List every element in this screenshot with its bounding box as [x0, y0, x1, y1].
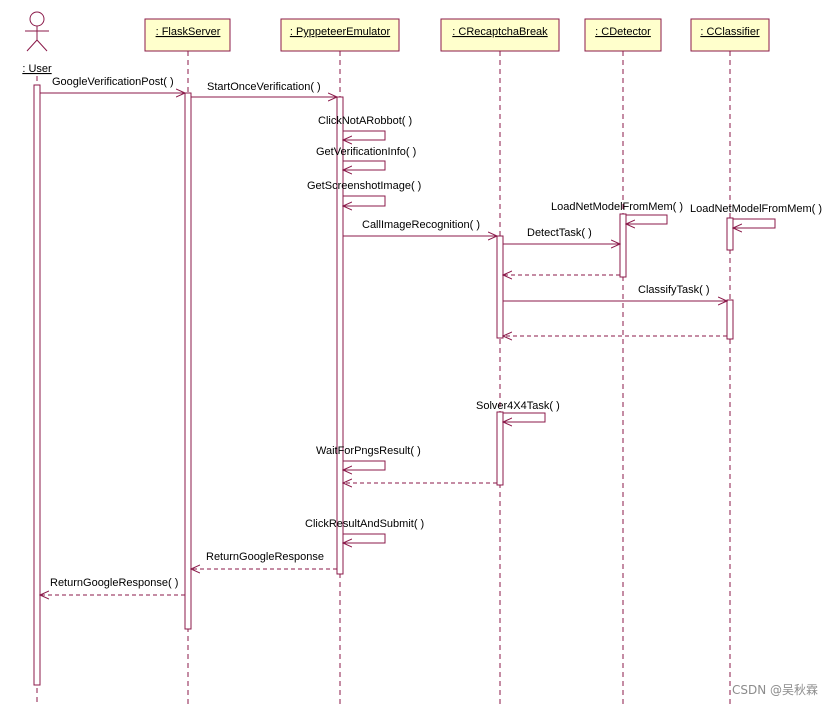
participant-flask: : FlaskServer	[144, 18, 231, 52]
actor-user: : User	[22, 11, 52, 75]
self-message-arrow	[343, 533, 386, 543]
message-label-start-once-verification: StartOnceVerification( )	[207, 81, 321, 93]
participant-pyppeteer: : PyppeteerEmulator	[280, 18, 400, 52]
self-message-arrow	[343, 195, 386, 206]
participant-box	[584, 18, 662, 52]
self-message-arrow	[343, 160, 386, 170]
activation-flask	[184, 92, 192, 630]
message-label-solver-4x4-task: Solver4X4Task( )	[476, 400, 560, 412]
participant-cdetector: : CDetector	[584, 18, 662, 52]
activation-crecaptchabreak	[496, 235, 504, 339]
message-label-wait-for-pngs-result: WaitForPngsResult( )	[316, 445, 421, 457]
activation-user	[33, 84, 41, 686]
self-message-arrow	[343, 130, 386, 140]
message-label-load-net-model-detector: LoadNetModelFromMem( )	[551, 201, 683, 213]
self-message-arrow	[343, 460, 386, 470]
self-message-arrow	[626, 214, 668, 224]
message-label-call-image-recognition: CallImageRecognition( )	[362, 219, 480, 231]
participant-cclassifier: : CClassifier	[690, 18, 770, 52]
message-label-google-verification-post: GoogleVerificationPost( )	[52, 76, 174, 88]
activations	[33, 84, 734, 686]
activation-cclassifier	[726, 217, 734, 251]
actor-user-label: : User	[22, 63, 52, 75]
message-label-load-net-model-classifier: LoadNetModelFromMem( )	[690, 203, 822, 215]
message-label-get-screenshot-image: GetScreenshotImage( )	[307, 180, 421, 192]
message-label-get-verification-info: GetVerificationInfo( )	[316, 146, 416, 158]
participant-crecaptchabreak: : CRecaptchaBreak	[440, 18, 560, 52]
self-message-arrow	[733, 218, 776, 228]
participant-box	[440, 18, 560, 52]
participant-box	[144, 18, 231, 52]
message-label-classify-task: ClassifyTask( )	[638, 284, 710, 296]
message-label-click-not-a-robbot: ClickNotARobbot( )	[318, 115, 412, 127]
participant-label: : FlaskServer	[156, 26, 221, 38]
stick-figure-icon	[25, 11, 49, 52]
participant-label: : CDetector	[595, 26, 651, 38]
message-label-detect-task: DetectTask( )	[527, 227, 592, 239]
participant-label: : PyppeteerEmulator	[290, 26, 391, 38]
message-label-click-result-and-submit: ClickResultAndSubmit( )	[305, 518, 424, 530]
activation-crecaptchabreak-2	[496, 411, 504, 486]
watermark: CSDN @吴秋霖	[732, 683, 818, 697]
message-label-return-google-response-user: ReturnGoogleResponse( )	[50, 577, 178, 589]
self-message-arrow	[503, 412, 546, 422]
participant-label: : CClassifier	[700, 26, 760, 38]
message-label-return-google-response: ReturnGoogleResponse	[206, 551, 324, 563]
participant-box	[280, 18, 400, 52]
activation-cdetector	[619, 213, 627, 278]
participant-label: : CRecaptchaBreak	[452, 26, 548, 38]
participant-box	[690, 18, 770, 52]
activation-pyppeteer	[336, 96, 344, 575]
activation-cclassifier-2	[726, 299, 734, 340]
